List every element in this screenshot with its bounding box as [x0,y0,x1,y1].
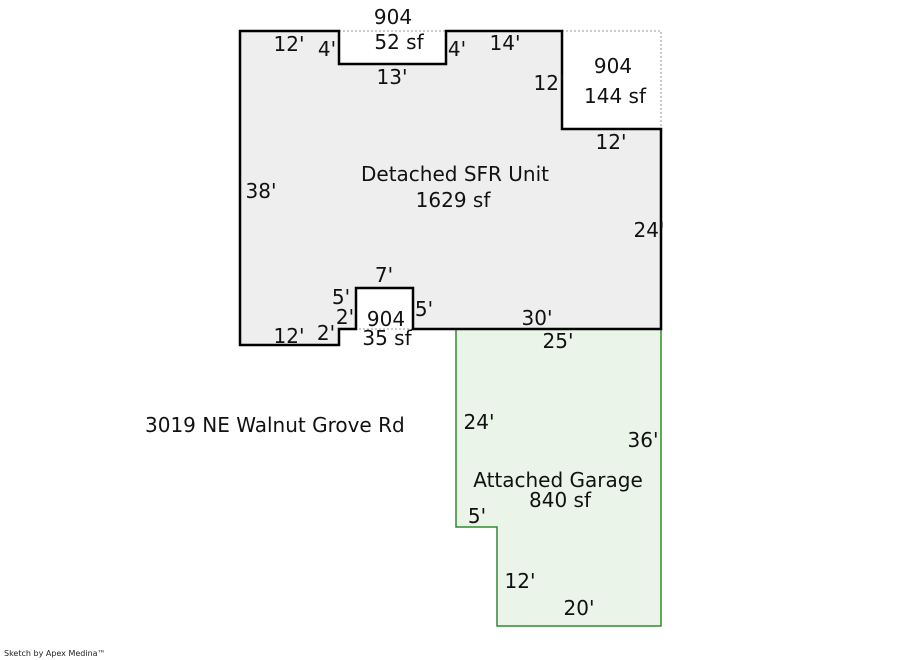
dim-step-down: 12' [534,71,565,95]
house-name-label: Detached SFR Unit [361,162,549,186]
porch-bottom-code: 904 [367,307,405,331]
dim-notch-bottom: 13' [377,65,408,89]
dim-garage-left: 24' [464,410,495,434]
dim-step-across: 12' [596,130,627,154]
dim-garage-bottom: 20' [564,596,595,620]
porch-bottom-area: 35 sf [362,326,412,350]
dim-house-bottom-right: 30' [522,306,553,330]
dim-garage-lower-left: 12' [505,569,536,593]
dim-stoop-left-low2: 2' [336,305,354,329]
porch-top-area: 52 sf [374,30,424,54]
dim-house-left: 38' [246,179,277,203]
dim-house-right: 24' [634,218,665,242]
dim-garage-top: 25' [543,329,574,353]
dim-garage-jog: 5' [468,504,486,528]
address-label: 3019 NE Walnut Grove Rd [145,413,405,437]
house-outline [238,29,663,347]
dim-house-top-left: 12' [274,32,305,56]
porch-right-outline [561,30,662,130]
dim-notch-right: 4' [448,37,466,61]
dim-house-top-right: 14' [490,31,521,55]
dim-stoop-left-high: 5' [332,285,350,309]
garage-name-label: Attached Garage [473,468,643,492]
dim-notch-left: 4' [318,37,336,61]
dim-stoop-right: 5' [415,297,433,321]
porch-top-code: 904 [374,5,412,29]
dim-stoop-top: 7' [375,263,393,287]
credit-text: Sketch by Apex Medina™ [4,649,106,658]
porch-right-area: 144 sf [584,84,647,108]
house-area-label: 1629 sf [416,188,492,212]
porch-right-code: 904 [594,54,632,78]
garage-area-label: 840 sf [529,488,592,512]
dim-garage-right: 36' [628,428,659,452]
dim-stoop-left-low: 2' [317,321,335,345]
dim-house-bottom-left: 12' [274,324,305,348]
